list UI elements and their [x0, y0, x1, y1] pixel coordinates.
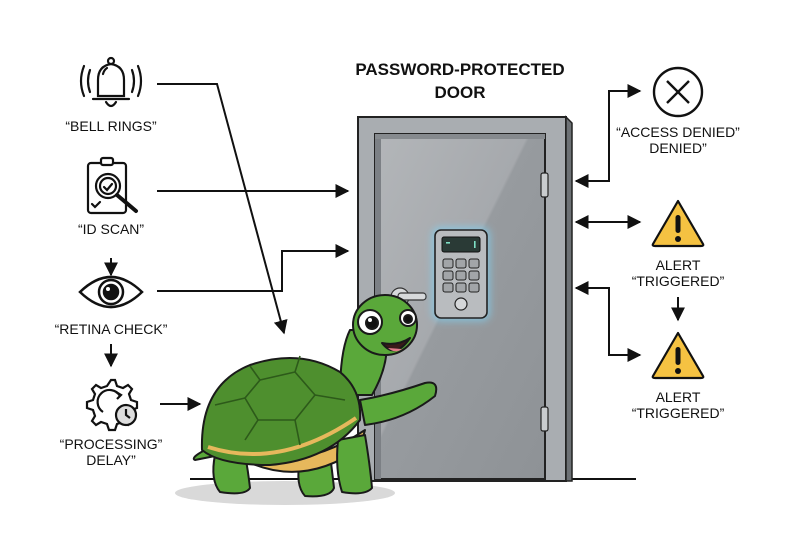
door-hinge-bottom — [540, 406, 549, 432]
access-denied-line-2: DENIED” — [649, 140, 707, 156]
alert-2-line-1: ALERT — [655, 389, 701, 405]
input-connectors — [104, 83, 350, 411]
retina-connector — [157, 244, 350, 292]
keypad-key[interactable] — [468, 258, 480, 269]
bell-icon — [79, 56, 143, 108]
keypad-key[interactable] — [455, 258, 467, 269]
turtle-mouth — [381, 337, 411, 352]
id-scan-icon — [86, 156, 138, 215]
processing-delay-line-1: “PROCESSING” — [59, 436, 163, 452]
eye-icon — [78, 275, 144, 309]
alert-2-line-2: “TRIGGERED” — [631, 405, 725, 421]
alert-triggered-label-2: ALERT “TRIGGERED” — [608, 389, 748, 421]
title-line-1: PASSWORD-PROTECTED — [355, 60, 565, 79]
alert-2-connector — [574, 281, 642, 362]
keypad-key[interactable] — [455, 282, 467, 293]
keypad-display — [441, 236, 481, 253]
alert-1-line-2: “TRIGGERED” — [631, 273, 725, 289]
bell-rings-label: “BELL RINGS” — [65, 118, 157, 134]
x-circle-icon — [652, 66, 704, 118]
title-line-2: DOOR — [434, 83, 486, 102]
retina-check-label: “RETINA CHECK” — [54, 321, 168, 337]
processing-delay-label: “PROCESSING” DELAY” — [31, 436, 191, 468]
alert-triggered-label-1: ALERT “TRIGGERED” — [608, 257, 748, 289]
processing-delay-line-2: DELAY” — [86, 452, 136, 468]
keypad-key[interactable] — [442, 270, 454, 281]
access-denied-connector — [574, 84, 642, 188]
bell-connector — [157, 83, 288, 335]
keypad-key[interactable] — [455, 270, 467, 281]
keypad-key[interactable] — [468, 282, 480, 293]
keypad[interactable] — [432, 227, 490, 321]
keypad-keys[interactable] — [442, 258, 480, 293]
diagram-title: PASSWORD-PROTECTED DOOR — [330, 58, 590, 104]
output-connectors — [574, 84, 685, 362]
id-scan-label: “ID SCAN” — [77, 221, 145, 237]
access-denied-label: “ACCESS DENIED” DENIED” — [598, 124, 758, 156]
keypad-enter-button[interactable] — [454, 297, 468, 311]
warning-icon — [651, 331, 705, 380]
door-hinge-top — [540, 172, 549, 198]
keypad-key[interactable] — [468, 270, 480, 281]
keypad-key[interactable] — [442, 258, 454, 269]
alert-1-line-1: ALERT — [655, 257, 701, 273]
warning-icon — [651, 199, 705, 248]
gear-clock-icon — [85, 378, 139, 432]
access-denied-line-1: “ACCESS DENIED” — [616, 124, 740, 140]
keypad-key[interactable] — [442, 282, 454, 293]
turtle-character — [175, 294, 438, 505]
